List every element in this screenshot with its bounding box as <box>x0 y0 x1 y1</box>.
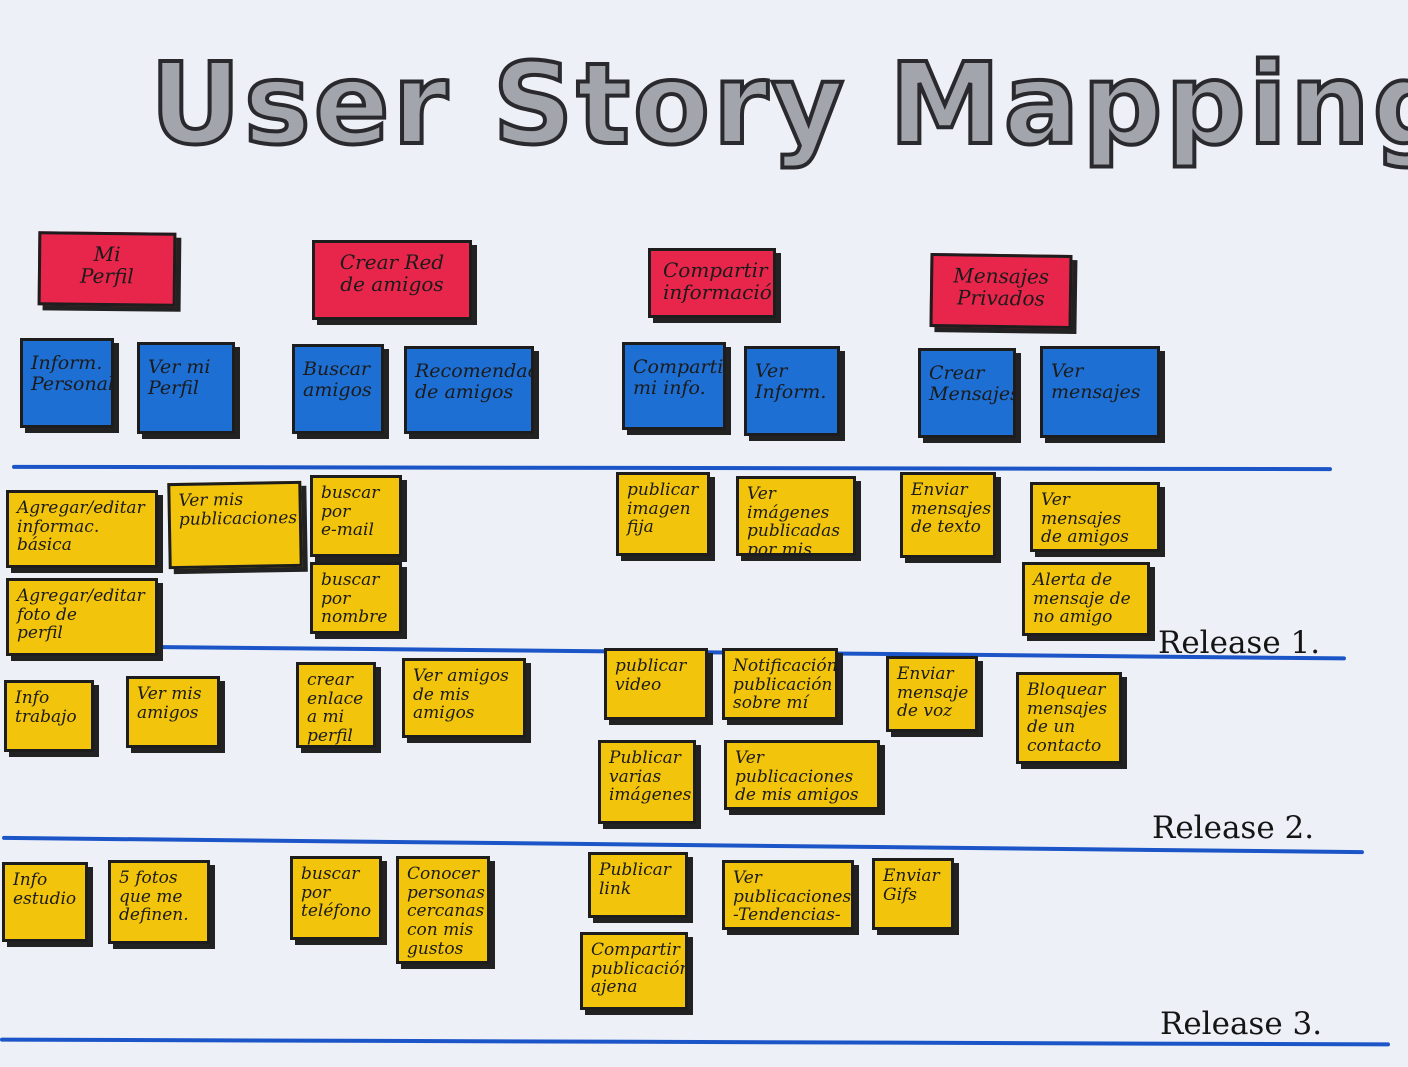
story-card: buscar por teléfono <box>290 856 382 940</box>
task-card-recomendac: Recomendac. de amigos <box>404 346 534 434</box>
task-card-inform-personal: Inform. Personal <box>20 338 114 428</box>
story-card: Alerta de mensaje de no amigo <box>1022 562 1150 636</box>
task-card-ver-mensajes: Ver mensajes <box>1040 346 1160 438</box>
story-card: Compartir publicación ajena <box>580 932 688 1010</box>
story-card: Publicar link <box>588 852 688 918</box>
activity-card-mensajes: Mensajes Privados <box>929 253 1073 329</box>
story-card: Publicar varias imágenes <box>598 740 696 824</box>
story-card: publicar video <box>604 648 708 720</box>
task-card-ver-mi-perfil: Ver mi Perfil <box>137 342 235 434</box>
story-card: Enviar mensaje de voz <box>886 656 978 732</box>
story-card: crear enlace a mi perfil <box>296 662 376 748</box>
story-card: Agregar/editar foto de perfil <box>6 578 158 656</box>
story-card: Ver mensajes de amigos <box>1030 482 1160 552</box>
release-label: Release 1. <box>1158 625 1321 661</box>
activity-card-crear-red: Crear Red de amigos <box>312 240 472 320</box>
task-card-compartir-info: Compartir mi info. <box>622 342 726 430</box>
story-card: Enviar Gifs <box>872 858 954 930</box>
story-card: 5 fotos que me definen. <box>108 860 210 944</box>
task-card-ver-inform: Ver Inform. <box>744 346 840 436</box>
story-card: Conocer personas cercanas con mis gustos <box>396 856 490 964</box>
story-card: Enviar mensajes de texto <box>900 472 996 558</box>
story-card: Ver amigos de mis amigos <box>402 658 526 738</box>
story-card: buscar por nombre <box>310 562 402 634</box>
activity-card-mi-perfil: Mi Perfil <box>37 231 177 307</box>
release-label: Release 2. <box>1152 810 1315 846</box>
board-title: User Story Mapping <box>148 38 1408 172</box>
story-card: Ver mis publicaciones <box>167 480 303 570</box>
activity-card-compartir: Compartir información <box>648 248 776 318</box>
story-card: buscar por e-mail <box>310 475 402 557</box>
story-card: Info estudio <box>2 862 88 942</box>
story-card: Ver publicaciones -Tendencias- <box>722 860 854 930</box>
story-card: Ver imágenes publicadas por mis amigos <box>736 476 856 556</box>
story-card: publicar imagen fija <box>616 472 710 556</box>
task-card-buscar-amigos: Buscar amigos <box>292 344 384 434</box>
story-card: Agregar/editar informac. básica <box>6 490 158 568</box>
story-card: Ver publicaciones de mis amigos <box>724 740 880 810</box>
story-card: Info trabajo <box>4 680 94 752</box>
release-label: Release 3. <box>1160 1006 1323 1042</box>
story-card: Ver mis amigos <box>126 676 220 748</box>
story-card: Bloquear mensajes de un contacto <box>1016 672 1122 764</box>
backbone-divider-line <box>11 464 1333 472</box>
story-card: Notificación publicación sobre mí <box>722 648 838 720</box>
task-card-crear-mensajes: Crear Mensajes <box>918 348 1016 438</box>
